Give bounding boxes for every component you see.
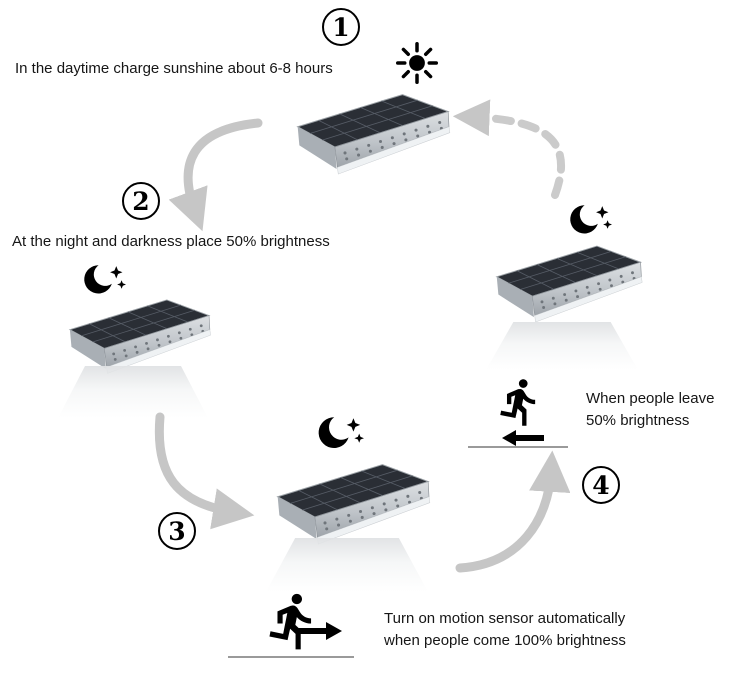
arrow-step1-to-step2 xyxy=(168,118,263,232)
step-3-badge: 3 xyxy=(158,512,196,550)
step-2-number: 2 xyxy=(132,186,150,216)
arrow-right-icon xyxy=(296,622,342,640)
light-beam xyxy=(266,538,428,592)
running-person-come-icon xyxy=(262,590,324,652)
light-beam xyxy=(58,366,208,418)
solar-light-daytime xyxy=(274,86,460,192)
sun-icon xyxy=(396,42,438,84)
ground-line xyxy=(228,656,354,658)
step-4-caption: When people leave 50% brightness xyxy=(586,388,714,432)
moon-stars-icon xyxy=(314,414,364,457)
step-3-caption-line1: Turn on motion sensor automatically xyxy=(384,610,626,627)
arrow-step2-to-step3 xyxy=(154,412,255,530)
step-4-number: 4 xyxy=(592,470,610,500)
step-3-caption: Turn on motion sensor automatically when… xyxy=(384,608,626,652)
step-2-badge: 2 xyxy=(122,182,160,220)
step-2-caption: At the night and darkness place 50% brig… xyxy=(12,233,330,250)
step-3-number: 3 xyxy=(168,516,186,546)
ground-line xyxy=(468,446,568,448)
moon-stars-icon xyxy=(566,202,612,242)
arrow-step3-to-step4 xyxy=(455,450,570,573)
arrow-left-icon xyxy=(502,430,544,446)
arrow-step4-to-step1 xyxy=(452,99,565,199)
light-beam xyxy=(486,322,638,370)
step-4-badge: 4 xyxy=(582,466,620,504)
running-person-leave-icon xyxy=(494,376,546,428)
step-1-number: 1 xyxy=(332,12,350,42)
step-4-caption-line1: When people leave xyxy=(586,390,715,407)
step-1-caption: In the daytime charge sunshine about 6-8… xyxy=(15,60,333,77)
step-1-badge: 1 xyxy=(322,8,360,46)
step-4-caption-line2: 50% brightness xyxy=(586,411,690,429)
step-3-caption-line2: when people come 100% brightness xyxy=(384,631,626,649)
